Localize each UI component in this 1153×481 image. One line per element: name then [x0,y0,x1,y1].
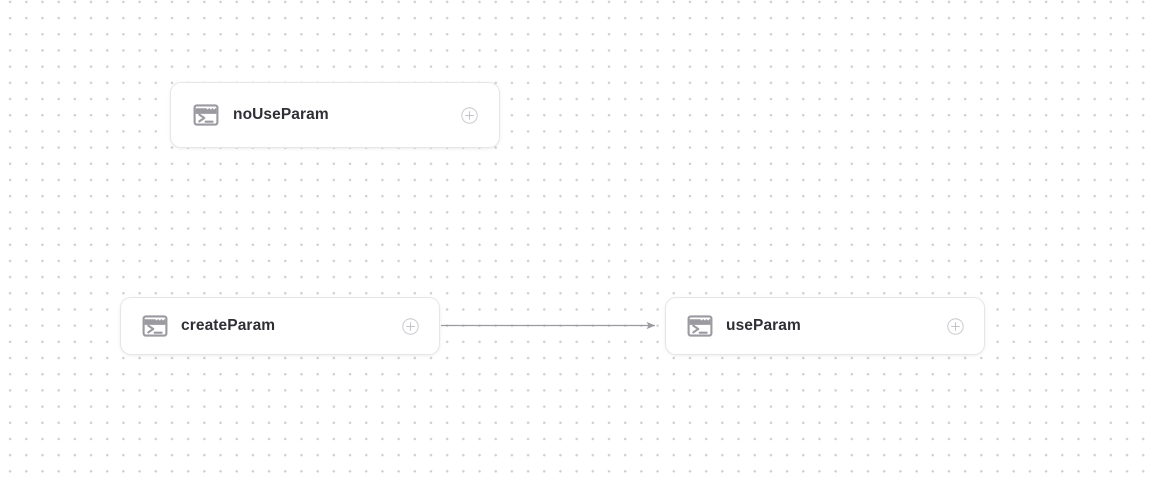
plus-circle-icon[interactable] [461,106,478,124]
node-nouseparam[interactable]: noUseParam [170,82,500,148]
terminal-icon [142,315,168,337]
node-label: noUseParam [233,106,329,123]
terminal-icon [193,104,219,126]
plus-circle-icon[interactable] [402,317,419,335]
plus-circle-icon[interactable] [947,317,964,335]
terminal-icon [687,315,713,337]
node-label: useParam [726,317,801,334]
node-createparam[interactable]: createParam [120,297,440,355]
node-useparam[interactable]: useParam [665,297,985,355]
node-label: createParam [181,317,276,334]
